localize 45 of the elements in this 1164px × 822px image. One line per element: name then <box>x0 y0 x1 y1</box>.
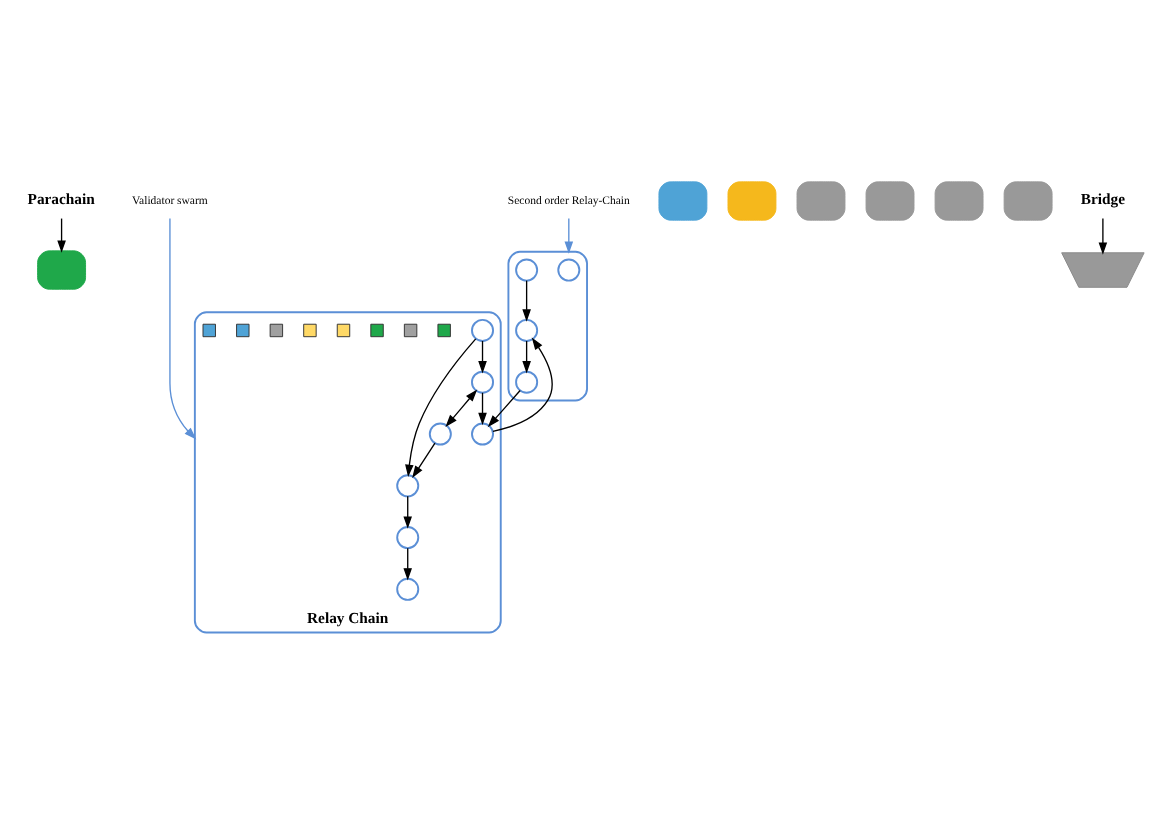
node-box <box>934 181 984 221</box>
node-box <box>202 323 216 338</box>
node-circle <box>396 474 420 498</box>
node-circle <box>471 422 495 446</box>
node-box <box>370 323 384 338</box>
arrow <box>1098 217 1108 255</box>
node-circle <box>515 318 539 342</box>
node-circle <box>557 258 581 282</box>
node-box <box>236 323 250 338</box>
node-box <box>865 181 915 221</box>
arrow <box>522 340 531 374</box>
node-box <box>37 250 87 290</box>
node-box <box>403 323 418 338</box>
arrow <box>492 337 553 432</box>
arrow <box>522 280 531 322</box>
node-circle <box>515 258 539 282</box>
node-box <box>336 323 351 338</box>
cluster <box>507 250 588 402</box>
node-trapezoid <box>1061 252 1145 288</box>
arrow <box>405 338 477 477</box>
node-box <box>658 181 708 221</box>
node-box <box>437 323 451 338</box>
node-box <box>796 181 846 221</box>
node-circle <box>515 370 539 394</box>
node-box <box>303 323 317 338</box>
node-circle <box>396 526 420 550</box>
arrow <box>169 217 197 440</box>
node-text: Parachain <box>27 189 95 208</box>
arrow <box>487 389 521 428</box>
node-text: Bridge <box>1080 189 1126 208</box>
arrow <box>403 495 413 529</box>
arrow <box>564 217 574 254</box>
node-box <box>727 181 777 221</box>
node-circle <box>471 318 495 342</box>
node-circle <box>471 370 495 394</box>
node-box <box>1003 181 1053 221</box>
arrow <box>412 442 436 479</box>
node-box <box>269 323 284 338</box>
node-circle <box>428 422 452 446</box>
arrow <box>478 340 487 374</box>
arrow <box>403 547 413 581</box>
arrow <box>478 392 487 426</box>
arrow <box>57 217 66 253</box>
node-circle <box>396 577 420 601</box>
arrow <box>445 389 478 428</box>
